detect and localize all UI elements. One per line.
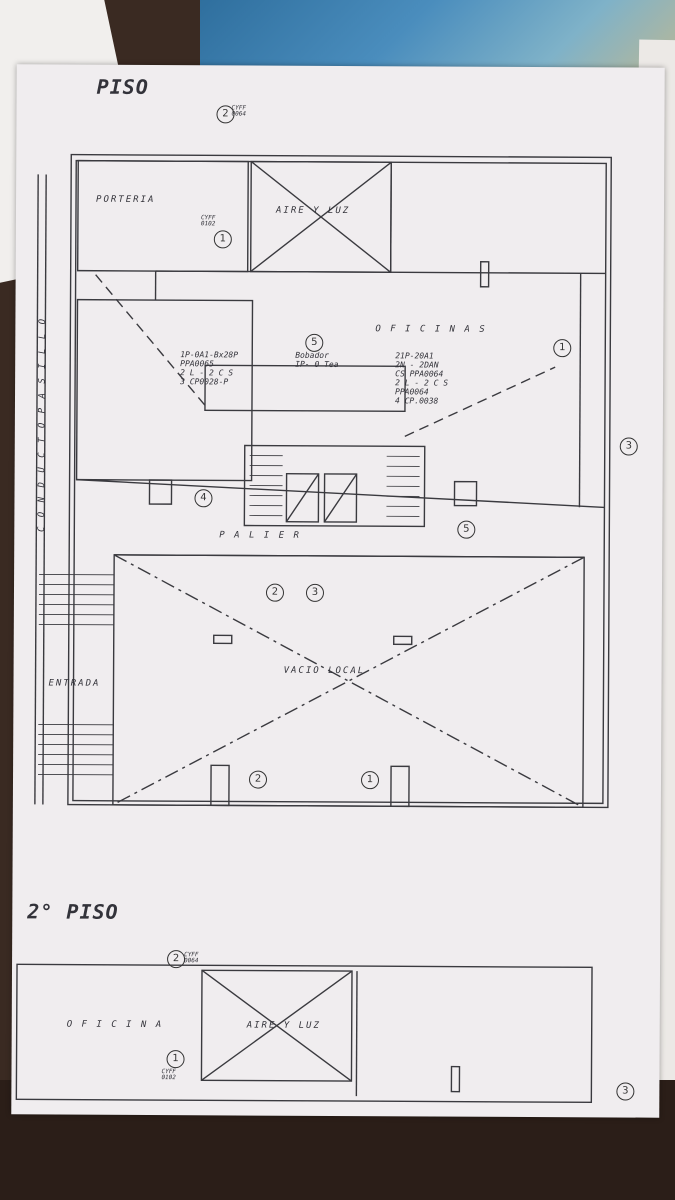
installation-note-right: 21P-20A1 2N - 2DAN CS PPA0064 2 L - 2 C …: [394, 351, 449, 406]
floor-plan-drawing: [15, 153, 612, 1104]
room-label-aire-luz-2: AIRE Y LUZ: [246, 1020, 321, 1031]
circle-number: 1: [360, 771, 380, 790]
room-label-aire-luz: AIRE Y LUZ: [275, 205, 351, 217]
circle-number: 4: [194, 489, 213, 508]
circle-number: 2: [265, 583, 285, 602]
room-label-vacio-local: VACIO LOCAL: [283, 665, 366, 677]
circle-number: 3: [619, 437, 638, 456]
circle-number: 2: [167, 950, 186, 969]
room-label-pasillo: C O N D U C T O P A S I L L O: [36, 316, 49, 533]
room-label-porteria: PORTERIA: [96, 194, 156, 206]
floor-plan-sheet: PISO PORTERIA AIRE Y LUZ O F I C I N A S…: [11, 64, 665, 1118]
cyfe-label: CYFF 0064: [231, 104, 246, 118]
cyfe-label: CYFF 0064: [184, 951, 199, 965]
circle-number: 3: [305, 583, 325, 602]
cyfe-label: CYFF 0102: [200, 214, 216, 228]
circle-number: 5: [305, 333, 324, 352]
cyfe-label: CYFF 0102: [161, 1068, 176, 1082]
installation-note-center: Bobador IP- 0 Tea: [295, 350, 339, 369]
floor-2-title: 2° PISO: [27, 899, 119, 924]
circle-number: 1: [166, 1050, 185, 1069]
circle-number: 2: [248, 770, 268, 789]
circle-number: 2: [216, 105, 235, 124]
room-label-oficinas: O F I C I N A S: [375, 324, 487, 335]
room-label-palier: P A L I E R: [219, 530, 301, 541]
circle-number: 5: [457, 520, 476, 539]
circle-number: 3: [616, 1082, 635, 1101]
floor-1-title: PISO: [96, 74, 149, 100]
room-label-entrada: ENTRADA: [48, 678, 101, 689]
room-label-oficina-2: O F I C I N A: [66, 1019, 164, 1031]
circle-number: 1: [213, 230, 232, 249]
circle-number: 1: [553, 339, 572, 358]
installation-note-left: 1P-0A1-Bx28P PPA0065 2 L - 2 C S 3 CP002…: [180, 350, 239, 387]
